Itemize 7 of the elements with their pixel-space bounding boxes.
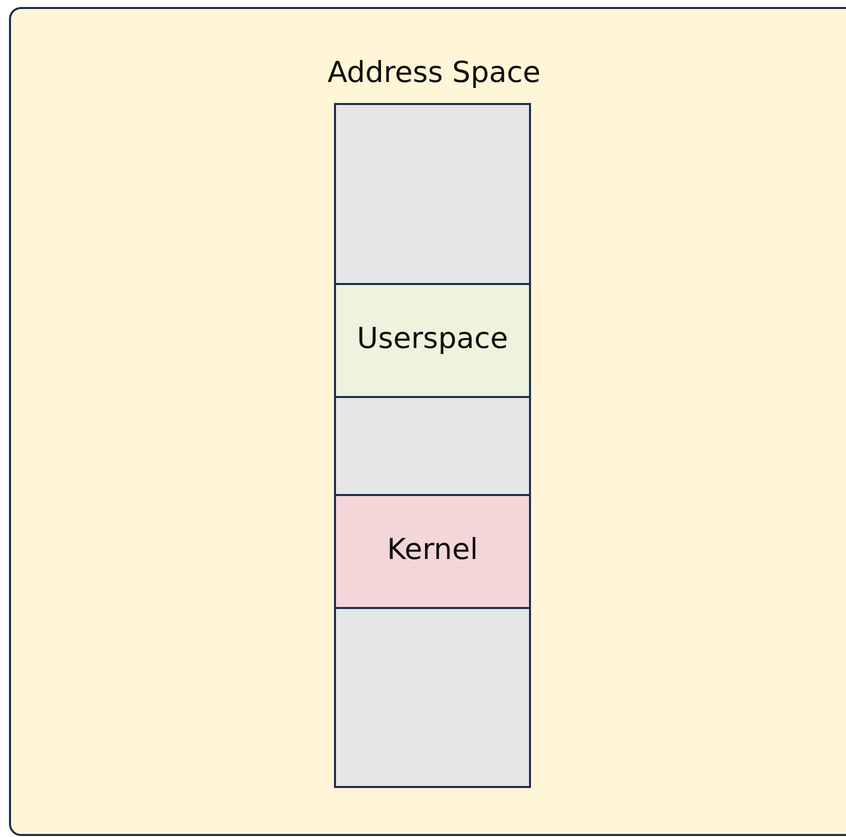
memory-column [334,103,531,788]
userspace-region [334,283,531,398]
address-space-panel [9,7,846,836]
region-label: Kernel [386,532,478,566]
panel-title: Address Space [327,55,541,89]
kernel-region [334,494,531,609]
region-label: Userspace [356,320,508,354]
